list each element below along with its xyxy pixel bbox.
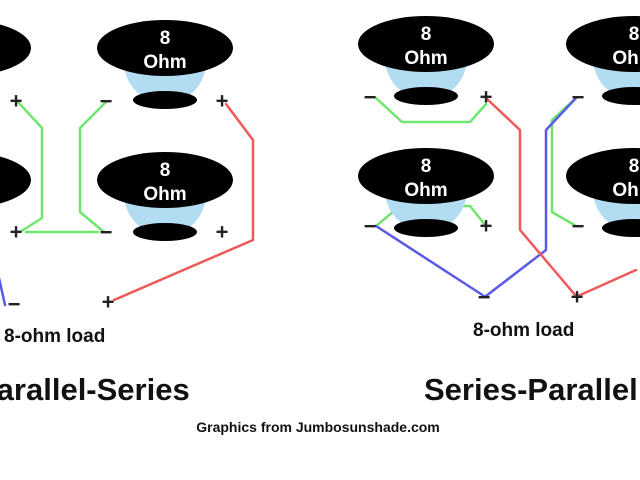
negative-wire	[374, 224, 486, 298]
speaker-bottom-right: 8 Ohm	[97, 152, 233, 241]
credit-line: Graphics from Jumbosunshade.com	[196, 419, 440, 435]
speaker-ohm-value: 8	[629, 24, 640, 45]
diagram-title: Series-Parallel	[424, 372, 638, 407]
terminal-negative: −	[100, 220, 113, 245]
link-wire	[78, 100, 108, 234]
speaker-magnet	[602, 87, 640, 105]
load-terminal-negative: −	[478, 285, 491, 310]
load-terminal-negative: −	[8, 292, 21, 317]
speaker-bottom-left: 8 Ohm	[0, 156, 31, 204]
load-label: 8-ohm load	[4, 326, 105, 347]
speaker-top-right: 8 Ohm	[97, 20, 233, 109]
terminal-negative: −	[100, 89, 113, 114]
speaker-magnet	[394, 87, 458, 105]
speaker-top-left: 8 Ohm	[358, 16, 494, 105]
speaker-ohm-unit: Ohm	[404, 180, 447, 201]
terminal-positive: +	[216, 220, 229, 245]
speaker-bottom-left: 8 Ohm	[358, 148, 494, 237]
speaker-ohm-value: 8	[421, 24, 432, 45]
terminal-negative: −	[572, 214, 585, 239]
speaker-ohm-unit: Ohm	[404, 48, 447, 69]
parallel-series-diagram: 8 Ohm 8 Ohm 8 Ohm 8 O	[0, 20, 255, 407]
load-terminal-positive: +	[571, 285, 584, 310]
speaker-body	[566, 16, 640, 72]
load-label: 8-ohm load	[473, 320, 574, 341]
link-wire	[374, 96, 488, 124]
terminal-positive: +	[480, 214, 493, 239]
link-wire	[16, 100, 44, 234]
negative-wire	[0, 276, 7, 307]
terminal-positive: +	[10, 220, 23, 245]
diagram-title: Parallel-Series	[0, 372, 190, 407]
link-wire	[550, 96, 578, 228]
speaker-top-right: 8 Ohm	[566, 16, 640, 105]
speaker-ohm-unit: Ohm	[612, 48, 640, 69]
speaker-ohm-value: 8	[160, 160, 171, 181]
speaker-magnet	[133, 91, 197, 109]
speaker-magnet	[133, 223, 197, 241]
speaker-magnet	[602, 219, 640, 237]
series-parallel-diagram: 8 Ohm 8 Ohm 8 Ohm 8 O	[358, 16, 640, 407]
speaker-ohm-value: 8	[629, 156, 640, 177]
positive-wire	[484, 96, 578, 298]
positive-wire	[112, 102, 255, 302]
speaker-ohm-value: 8	[421, 156, 432, 177]
terminal-negative: −	[364, 85, 377, 110]
speaker-bottom-right: 8 Ohm	[566, 148, 640, 237]
speaker-ohm-value: 8	[160, 28, 171, 49]
terminal-negative: −	[572, 85, 585, 110]
negative-wire	[484, 96, 578, 298]
terminal-negative: −	[364, 214, 377, 239]
speaker-body	[97, 20, 233, 76]
wiring	[0, 100, 255, 307]
speaker-body	[358, 16, 494, 72]
positive-wire	[576, 268, 638, 298]
speaker-body	[566, 148, 640, 204]
terminal-positive: +	[216, 89, 229, 114]
speaker-body	[97, 152, 233, 208]
speaker-body	[0, 24, 31, 72]
speaker-body	[0, 156, 31, 204]
speaker-magnet	[394, 219, 458, 237]
wiring	[374, 96, 638, 298]
load-terminal-positive: +	[102, 290, 115, 315]
speaker-ohm-unit: Ohm	[143, 52, 186, 73]
speaker-ohm-unit: Ohm	[143, 184, 186, 205]
speaker-body	[358, 148, 494, 204]
terminal-positive: +	[10, 89, 23, 114]
speaker-ohm-unit: Ohm	[612, 180, 640, 201]
terminal-positive: +	[480, 85, 493, 110]
speaker-top-left: 8 Ohm	[0, 24, 31, 72]
